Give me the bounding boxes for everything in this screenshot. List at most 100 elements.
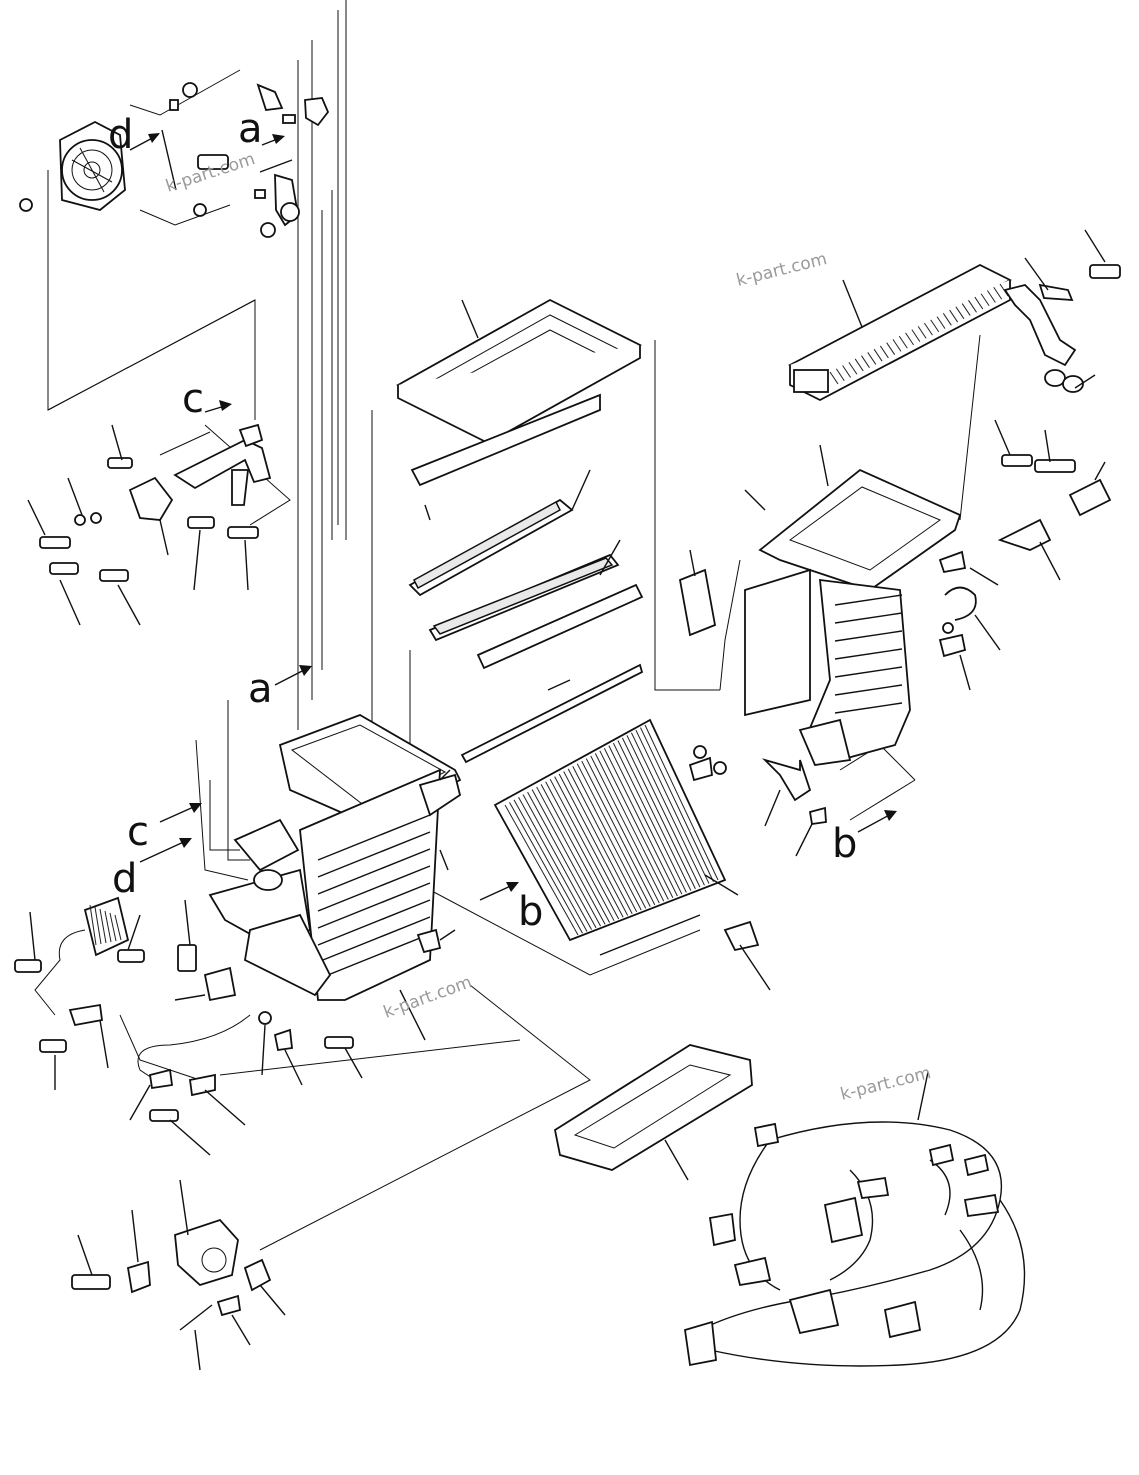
fin-line — [504, 804, 579, 936]
watermark-harness: k-part.com — [838, 1063, 933, 1105]
actuator-motor — [71, 1179, 286, 1371]
fin-line — [531, 789, 606, 925]
fin-line — [317, 865, 431, 912]
fin-line — [617, 740, 692, 891]
fin-line — [99, 908, 107, 944]
fin-line — [317, 916, 431, 963]
fin-line — [834, 594, 903, 606]
fin-line — [545, 781, 620, 920]
fin-line — [986, 290, 996, 303]
lever-bracket-group — [27, 423, 272, 626]
small-linkage-parts — [161, 82, 330, 238]
fin-line — [599, 750, 674, 898]
fin-line — [572, 766, 647, 909]
fin-line — [540, 784, 615, 922]
fin-line — [590, 755, 665, 902]
fin-line — [917, 326, 927, 339]
watermark-heater-core: k-part.com — [734, 249, 829, 291]
fin-line — [842, 365, 852, 378]
fin-line — [536, 786, 611, 923]
fin-line — [886, 342, 896, 355]
fin-line — [104, 910, 112, 943]
filter-frame — [553, 1044, 753, 1181]
fin-line — [114, 914, 122, 941]
blower-motor-assembly — [19, 120, 126, 212]
fin-line — [626, 735, 701, 888]
fin-line — [834, 666, 903, 678]
fin-line — [924, 322, 933, 336]
fin-line — [980, 293, 990, 307]
watermark-case-bottom: k-part.com — [381, 972, 475, 1022]
fin-line — [834, 702, 903, 714]
fin-line — [955, 306, 965, 320]
heater-core — [788, 229, 1121, 402]
fin-line — [835, 368, 845, 382]
ref-letter-a-mid: a — [248, 666, 273, 712]
fin-line — [89, 904, 97, 946]
fin-line — [612, 742, 687, 893]
fin-line — [527, 791, 602, 927]
fin-line — [567, 768, 642, 911]
fin-line — [317, 831, 431, 878]
ref-letter-a-top: a — [238, 106, 263, 152]
ref-letter-b-right: b — [832, 821, 857, 867]
ref-letter-d-top: d — [108, 112, 133, 158]
main-blower-case — [208, 714, 462, 1001]
heater-case-right — [678, 419, 1112, 766]
filter-tray-stack — [396, 298, 644, 764]
fin-line — [867, 352, 877, 365]
fin-line — [518, 797, 592, 930]
ref-letter-c-mid: c — [182, 376, 204, 422]
fin-line — [109, 912, 117, 942]
wiring-harness — [683, 1071, 1026, 1367]
fin-line — [581, 760, 656, 906]
fin-line — [861, 355, 870, 368]
fin-line — [635, 729, 710, 884]
fin-line — [829, 371, 839, 385]
ref-letter-b-center: b — [518, 889, 543, 935]
fin-line — [594, 753, 669, 900]
reference-arrows — [129, 133, 897, 901]
fin-line — [522, 794, 597, 929]
fin-line — [317, 882, 431, 929]
fin-line — [317, 899, 431, 946]
resistor-and-sensors — [14, 896, 426, 1156]
fin-line — [558, 773, 633, 914]
fin-line — [848, 361, 858, 375]
fin-line — [911, 329, 921, 342]
fin-line — [94, 906, 102, 945]
fin-line — [949, 309, 959, 323]
fin-line — [942, 313, 952, 326]
reference-letter-labels: d a c a c d b b — [108, 106, 857, 935]
fin-line — [644, 724, 719, 881]
fin-line — [563, 771, 638, 913]
fin-line — [608, 745, 683, 895]
fin-line — [961, 303, 971, 316]
evaporator-core — [493, 718, 827, 991]
fin-line — [834, 684, 903, 696]
fin-line — [317, 848, 431, 895]
fin-line — [930, 319, 940, 333]
fin-line — [873, 348, 883, 362]
fin-line — [854, 358, 864, 372]
fin-line — [936, 316, 946, 329]
fin-line — [576, 763, 651, 907]
fin-line — [509, 802, 583, 934]
fin-line — [317, 933, 431, 980]
ref-letter-d-low: d — [112, 856, 137, 902]
fin-line — [549, 778, 624, 918]
fin-line — [621, 737, 696, 890]
fin-line — [317, 814, 431, 861]
fin-line — [968, 300, 977, 313]
fin-line — [631, 732, 705, 886]
fin-line — [554, 776, 629, 916]
fin-line — [834, 648, 903, 660]
fin-line — [905, 332, 914, 346]
fin-line — [879, 345, 889, 359]
fin-line — [892, 339, 902, 352]
fin-line — [993, 286, 1003, 300]
fin-line — [513, 799, 588, 932]
fin-line — [898, 335, 908, 349]
fin-line — [834, 630, 903, 642]
